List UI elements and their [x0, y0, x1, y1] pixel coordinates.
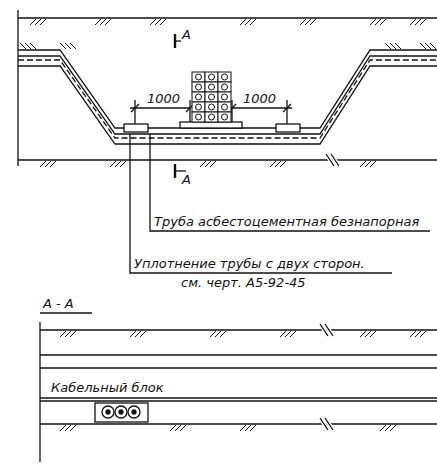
dimension: 1000 [146, 91, 181, 106]
part-name: Кабельный блок [50, 380, 165, 395]
section-view [18, 10, 437, 462]
section-title: А - А [42, 296, 75, 311]
callout-note: Уплотнение трубы с двух сторон. [133, 256, 366, 271]
cable-block-stack [192, 72, 231, 122]
section-letter: А [181, 27, 192, 42]
section-letter: А [181, 172, 192, 187]
dimension: 1000 [242, 91, 277, 106]
drawing-reference: см. черт. А5-92-45 [180, 275, 307, 290]
callout-note: Труба асбестоцементная безнапорная [153, 214, 420, 229]
ground-hatching [20, 19, 436, 431]
